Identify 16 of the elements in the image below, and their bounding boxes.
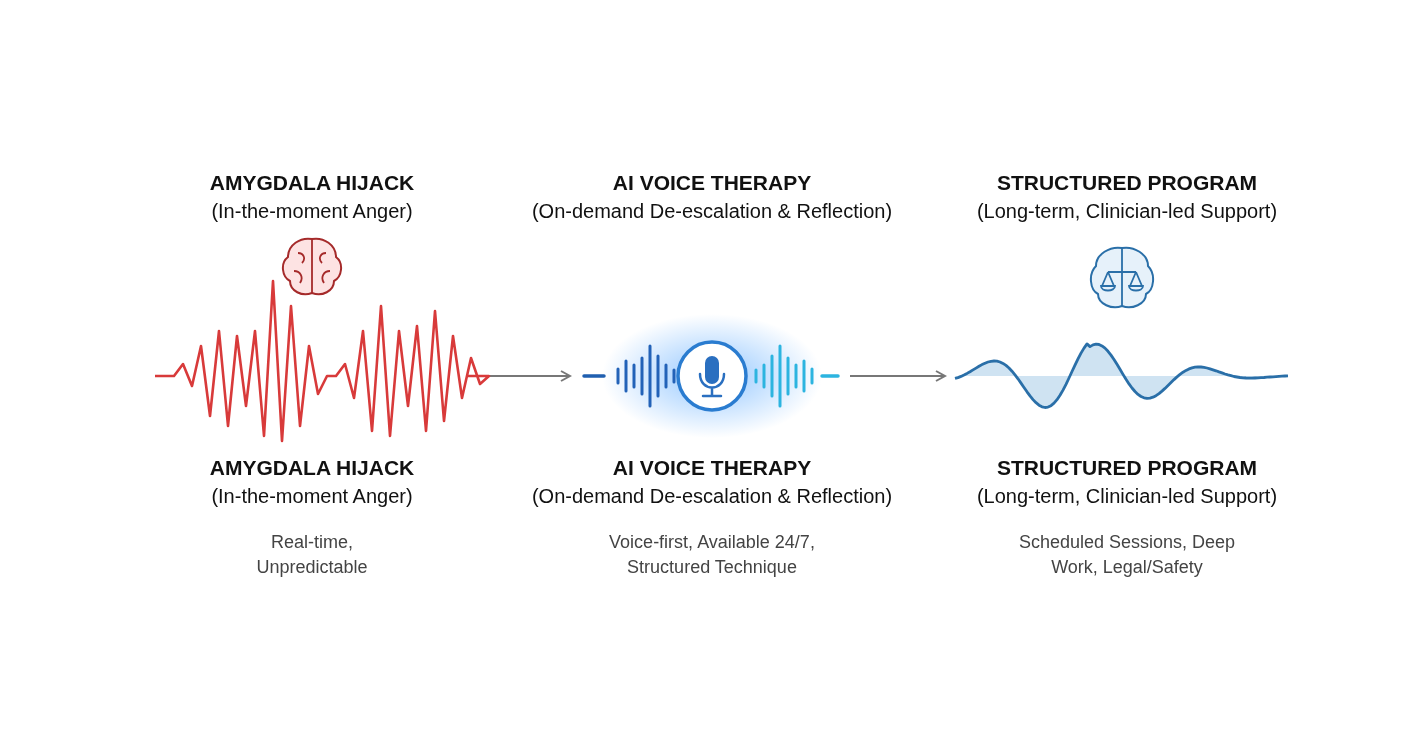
description: Scheduled Sessions, Deep Work, Legal/Safety: [1017, 531, 1237, 579]
heading: AMYGDALA HIJACK: [209, 171, 415, 195]
heading: AI VOICE THERAPY: [612, 456, 812, 480]
heading: STRUCTURED PROGRAM: [996, 456, 1258, 480]
subtitle: (On-demand De-escalation & Reflection): [531, 485, 893, 508]
heading: AMYGDALA HIJACK: [209, 456, 415, 480]
subtitle: (On-demand De-escalation & Reflection): [531, 200, 893, 223]
description: Real-time, Unpredictable: [255, 531, 369, 579]
arrow: [849, 370, 946, 382]
subtitle: (Long-term, Clinician-led Support): [976, 200, 1278, 223]
subtitle: (In-the-moment Anger): [211, 485, 413, 508]
subtitle: (Long-term, Clinician-led Support): [976, 485, 1278, 508]
heading: AI VOICE THERAPY: [612, 171, 812, 195]
heading: STRUCTURED PROGRAM: [996, 171, 1258, 195]
description: Voice-first, Available 24/7, Structured Technique: [608, 531, 816, 579]
subtitle: (In-the-moment Anger): [211, 200, 413, 223]
